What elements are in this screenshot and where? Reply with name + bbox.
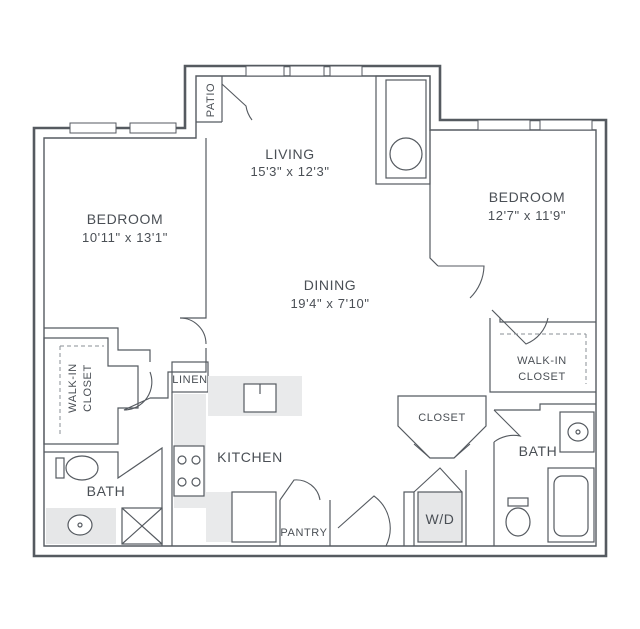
pantry-walls xyxy=(279,479,331,546)
left-walkin-label-line2: CLOSET xyxy=(82,364,94,412)
patio-area xyxy=(196,76,253,123)
left-bath xyxy=(44,446,163,546)
patio-label: PATIO xyxy=(205,83,217,117)
laundry-label: W/D xyxy=(425,511,454,527)
center-closet xyxy=(397,395,487,459)
right-bath-label: BATH xyxy=(519,443,558,459)
kitchen-label: KITCHEN xyxy=(217,449,283,465)
left-bedroom-walls xyxy=(44,138,207,411)
dining-dimensions: 19'4" x 7'10" xyxy=(290,296,369,311)
laundry-area xyxy=(403,467,467,546)
windows xyxy=(69,65,593,134)
linen-label: LINEN xyxy=(172,374,207,386)
right-bedroom-dimensions: 12'7" x 11'9" xyxy=(488,208,566,223)
left-bedroom-dimensions: 10'11" x 13'1" xyxy=(82,230,168,245)
living-dimensions: 15'3" x 12'3" xyxy=(250,164,329,179)
left-walkin-label: WALK-IN CLOSET xyxy=(67,363,94,413)
dining-label: DINING xyxy=(304,277,357,293)
right-walkin-label-line1: WALK-IN xyxy=(517,355,567,367)
kitchen-fixtures xyxy=(171,376,302,546)
pantry-label: PANTRY xyxy=(280,527,327,539)
right-bedroom-walls xyxy=(429,130,596,345)
closet-label: CLOSET xyxy=(418,412,466,424)
left-walkin-closet xyxy=(43,337,139,445)
right-walkin-closet xyxy=(489,318,596,393)
left-walkin-label-line1: WALK-IN xyxy=(67,363,79,413)
right-walkin-label-line2: CLOSET xyxy=(518,371,566,383)
left-bath-label: BATH xyxy=(87,483,126,499)
living-label: LIVING xyxy=(265,146,315,162)
mechanical-closet xyxy=(375,75,431,185)
left-bedroom-label: BEDROOM xyxy=(87,211,164,227)
right-bedroom-label: BEDROOM xyxy=(489,189,566,205)
entry-door xyxy=(337,495,391,547)
right-bath xyxy=(493,403,596,546)
